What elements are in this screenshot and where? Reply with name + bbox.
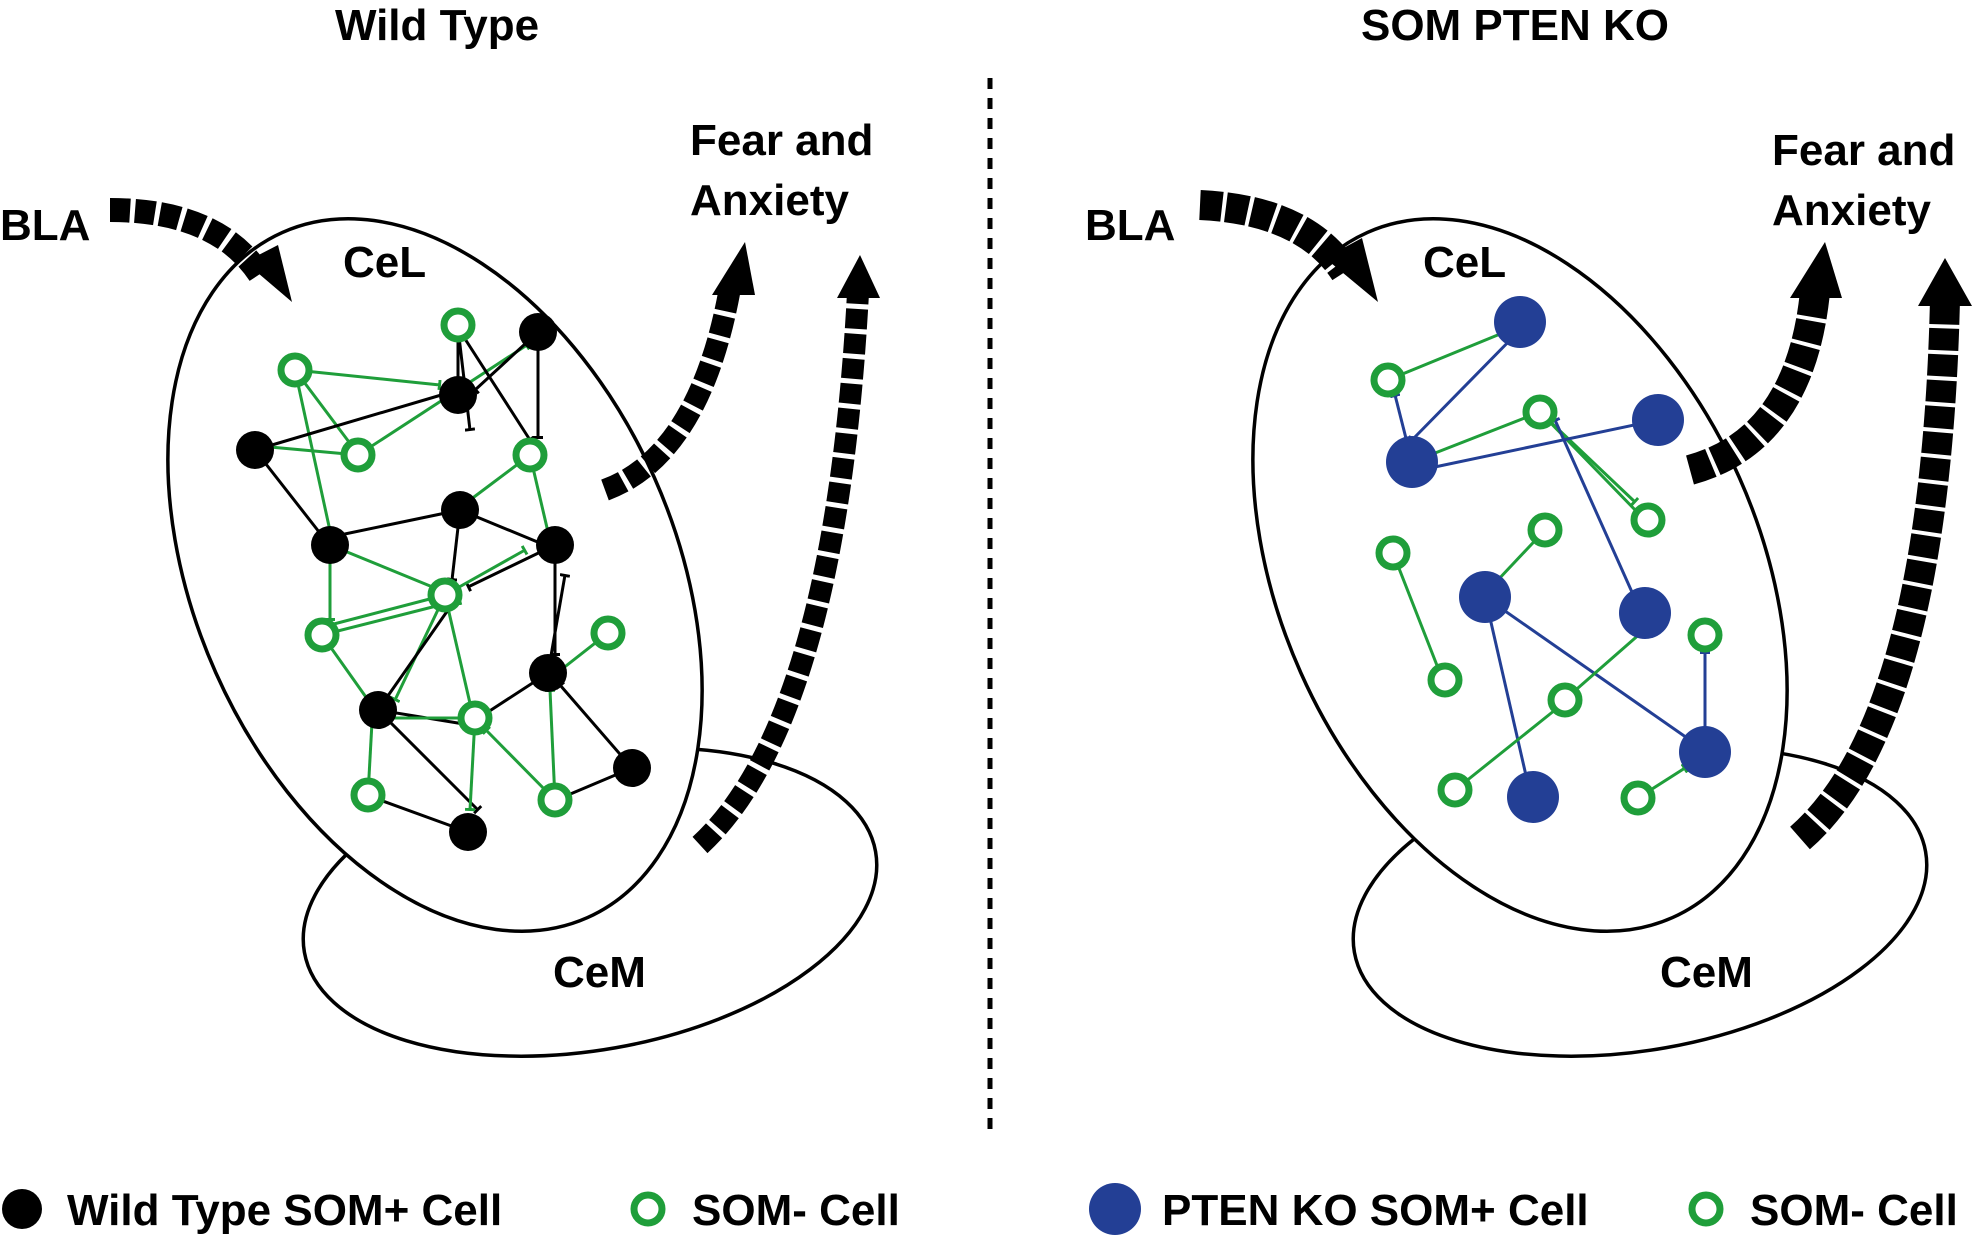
bla-label: BLA xyxy=(0,201,90,250)
som-neg-cell xyxy=(1687,617,1723,653)
wt-som-pos-cell xyxy=(311,526,349,564)
som-neg-cell xyxy=(277,352,313,388)
som-neg-cell xyxy=(1620,780,1656,816)
som-neg-cell xyxy=(537,782,573,818)
output-label-line1: Fear and xyxy=(690,116,873,165)
som-neg-cell xyxy=(1437,772,1473,808)
som-neg-cell xyxy=(1427,662,1463,698)
output-label-line1: Fear and xyxy=(1772,126,1955,175)
wt-som-pos-cell xyxy=(529,654,567,692)
pten-ko-som-pos-cell xyxy=(1507,771,1559,823)
output-arrow-1 xyxy=(600,242,755,501)
wt-som-pos-cell xyxy=(449,813,487,851)
wt-som-pos-cell xyxy=(536,526,574,564)
som-neg-cell xyxy=(1630,502,1666,538)
cem-label: CeM xyxy=(1660,948,1753,997)
legend-pten-ko-som-pos-label: PTEN KO SOM+ Cell xyxy=(1162,1186,1589,1235)
som-neg-cell xyxy=(304,617,340,653)
wt-network-nodes xyxy=(236,307,651,851)
legend-wt-som-pos-swatch xyxy=(2,1189,42,1229)
pten-ko-som-pos-cell xyxy=(1632,394,1684,446)
som-neg-cell xyxy=(1547,682,1583,718)
pten-ko-som-pos-cell xyxy=(1459,571,1511,623)
output-label-line2: Anxiety xyxy=(690,176,849,225)
bla-label: BLA xyxy=(1085,201,1175,250)
output-arrow-2 xyxy=(1790,258,1972,850)
cel-label: CeL xyxy=(343,238,426,287)
legend-som-neg-label: SOM- Cell xyxy=(692,1186,900,1235)
som-neg-cell xyxy=(340,437,376,473)
som-neg-cell xyxy=(1527,512,1563,548)
legend: Wild Type SOM+ Cell SOM- Cell PTEN KO SO… xyxy=(2,1183,1958,1235)
output-label-line2: Anxiety xyxy=(1772,186,1931,235)
legend-pten-ko-som-pos-swatch xyxy=(1089,1183,1141,1235)
wt-som-pos-cell xyxy=(613,749,651,787)
som-neg-cell xyxy=(590,615,626,651)
wt-som-pos-cell xyxy=(359,691,397,729)
panel-wild-type: Wild Type BLA CeL CeM Fear and Anxiety xyxy=(0,1,880,1058)
ko-network-edges xyxy=(1387,326,1710,800)
som-neg-cell xyxy=(1522,394,1558,430)
output-arrow-1 xyxy=(1685,242,1842,485)
legend-som-neg-swatch xyxy=(1688,1191,1724,1227)
panel-title: SOM PTEN KO xyxy=(1361,1,1669,50)
som-neg-cell xyxy=(350,777,386,813)
wt-som-pos-cell xyxy=(441,491,479,529)
pten-ko-som-pos-cell xyxy=(1494,296,1546,348)
bla-input-arrow xyxy=(1199,190,1378,302)
som-neg-cell xyxy=(1375,535,1411,571)
bla-input-arrow xyxy=(109,198,292,302)
legend-som-neg-swatch xyxy=(630,1191,666,1227)
cem-label: CeM xyxy=(553,948,646,997)
pten-ko-som-pos-cell xyxy=(1679,726,1731,778)
ko-network-nodes xyxy=(1370,296,1731,823)
wt-som-pos-cell xyxy=(519,313,557,351)
output-arrow-2 xyxy=(692,255,880,854)
wt-som-pos-cell xyxy=(236,431,274,469)
panel-title: Wild Type xyxy=(335,1,539,50)
som-neg-cell xyxy=(1370,362,1406,398)
som-neg-cell xyxy=(512,437,548,473)
pten-ko-som-pos-cell xyxy=(1386,436,1438,488)
som-neg-cell xyxy=(440,307,476,343)
cel-label: CeL xyxy=(1423,238,1506,287)
som-neg-cell xyxy=(427,577,463,613)
legend-wt-som-pos-label: Wild Type SOM+ Cell xyxy=(67,1186,502,1235)
panel-som-pten-ko: SOM PTEN KO BLA CeL CeM Fear and Anxiety xyxy=(1085,1,1972,1058)
som-neg-cell xyxy=(457,700,493,736)
wt-som-pos-cell xyxy=(439,376,477,414)
legend-som-neg-label: SOM- Cell xyxy=(1750,1186,1958,1235)
pten-ko-som-pos-cell xyxy=(1619,587,1671,639)
